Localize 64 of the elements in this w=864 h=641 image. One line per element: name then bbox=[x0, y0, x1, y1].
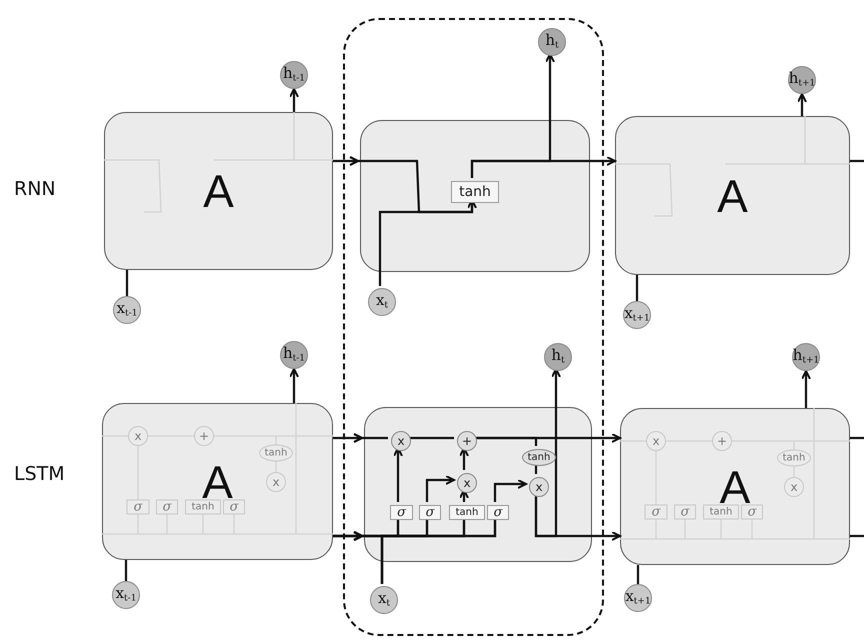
operation-node: x bbox=[457, 473, 477, 493]
cell-box bbox=[104, 112, 333, 270]
faded-operation: σ bbox=[156, 500, 178, 514]
connector-line bbox=[126, 270, 128, 296]
input-node: x$_{t-1}$ bbox=[112, 581, 140, 609]
connector-line bbox=[850, 160, 864, 162]
activation-node: tanh bbox=[522, 449, 556, 466]
input-node: x$_{t+1}$ bbox=[624, 584, 652, 612]
arrow bbox=[470, 156, 616, 178]
arrow bbox=[393, 447, 403, 502]
operation-node: x bbox=[529, 477, 549, 497]
connector-line bbox=[850, 534, 864, 538]
gate-layer: σ bbox=[390, 505, 413, 520]
input-node: x$_{t+1}$ bbox=[623, 301, 651, 329]
faded-operation: σ bbox=[674, 504, 696, 520]
faded-operation: σ bbox=[741, 504, 763, 520]
cell-box bbox=[620, 408, 850, 565]
operation-node: x bbox=[391, 431, 411, 451]
arrow bbox=[459, 447, 469, 470]
faded-operation: σ bbox=[223, 500, 245, 514]
arrow bbox=[332, 432, 390, 444]
row-label: LSTM bbox=[14, 463, 65, 485]
connector-line bbox=[124, 560, 128, 581]
input-node: x$_{t}$ bbox=[370, 586, 398, 614]
connector-line bbox=[380, 517, 496, 584]
arrow bbox=[797, 93, 807, 116]
output-node: h$_{t}$ bbox=[538, 28, 566, 56]
input-node: x$_{t-1}$ bbox=[113, 296, 141, 324]
output-node: h$_{t+1}$ bbox=[792, 343, 820, 371]
cell-box bbox=[364, 407, 592, 562]
faded-operation: σ bbox=[644, 504, 668, 520]
connector-line bbox=[408, 436, 454, 440]
row-label: RNN bbox=[14, 178, 56, 200]
connector-line bbox=[636, 565, 640, 584]
gate-layer: tanh bbox=[449, 505, 485, 520]
output-node: h$_{t}$ bbox=[544, 343, 572, 371]
arrow bbox=[534, 494, 621, 541]
dashed-region bbox=[343, 18, 604, 636]
arrow bbox=[459, 489, 469, 502]
cell-box bbox=[102, 403, 333, 560]
connector-line bbox=[636, 275, 638, 301]
faded-operation: tanh bbox=[185, 500, 221, 514]
arrow bbox=[426, 475, 455, 502]
gate-layer: σ bbox=[487, 505, 509, 520]
gate-layer: σ bbox=[419, 505, 441, 520]
output-node: h$_{t-1}$ bbox=[280, 61, 308, 89]
gate-layer: tanh bbox=[451, 181, 499, 203]
connector-line bbox=[850, 436, 864, 440]
arrow bbox=[289, 368, 299, 403]
cell-box bbox=[615, 116, 850, 275]
output-node: h$_{t-1}$ bbox=[280, 341, 308, 369]
faded-operation: σ bbox=[126, 500, 150, 514]
arrow bbox=[801, 370, 811, 408]
cell-letter: A bbox=[203, 164, 234, 218]
faded-operation: tanh bbox=[703, 504, 739, 520]
connector-line bbox=[474, 436, 538, 446]
connector-line bbox=[534, 463, 538, 474]
arrow bbox=[494, 479, 527, 502]
cell-letter: A bbox=[717, 168, 748, 222]
arrow bbox=[289, 88, 299, 112]
operation-node: + bbox=[457, 431, 477, 451]
output-node: h$_{t+1}$ bbox=[788, 66, 816, 94]
cell-box bbox=[360, 120, 590, 272]
input-node: x$_{t}$ bbox=[368, 288, 396, 316]
